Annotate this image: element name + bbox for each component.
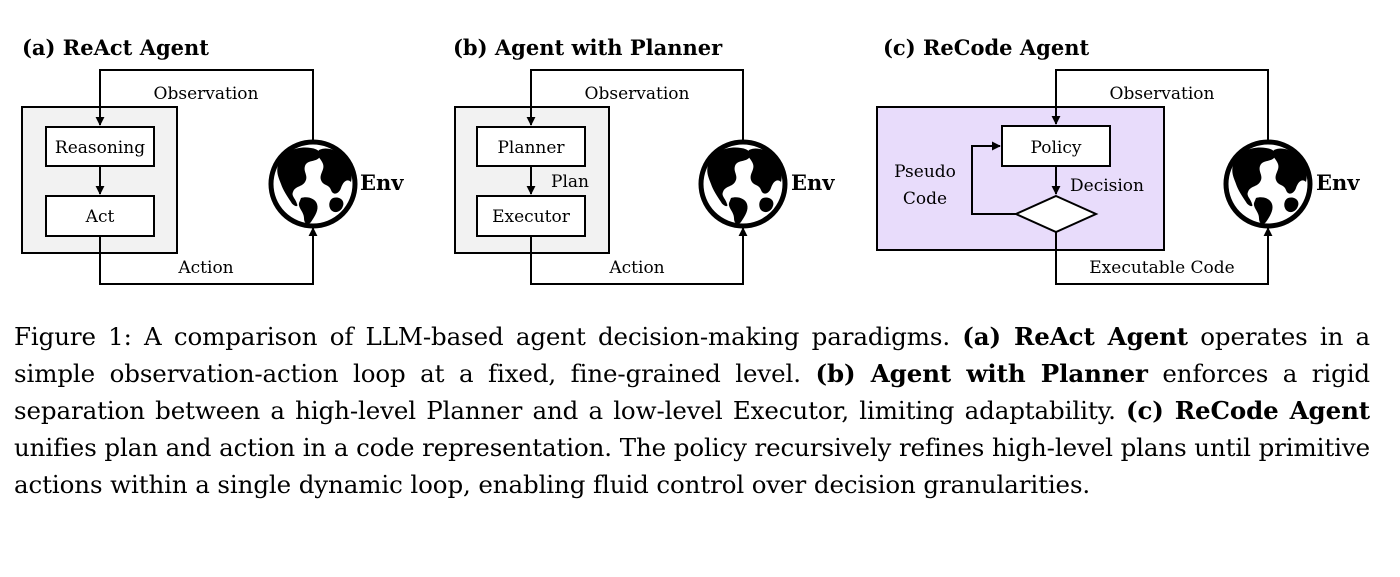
panel-c-title: (c) ReCode Agent (883, 35, 1089, 60)
caption-c-name: ReCode Agent (1174, 396, 1370, 425)
caption-a-name: ReAct Agent (1014, 322, 1189, 351)
diagram: (a) ReAct Agent Reasoning Act Observatio… (21, 35, 1360, 285)
executable-code-label: Executable Code (1089, 258, 1234, 278)
observation-label-a: Observation (154, 84, 259, 104)
reasoning-label: Reasoning (55, 138, 145, 158)
panel-b: (b) Agent with Planner Planner Executor … (453, 35, 835, 285)
policy-box (1001, 125, 1111, 167)
caption-c-label: (c) (1125, 396, 1175, 425)
caption-b-name: Agent with Planner (870, 359, 1148, 388)
caption-a-label: (a) (962, 322, 1014, 351)
action-arrow-b (530, 227, 748, 285)
executable-code-arrow-c (1055, 227, 1273, 285)
observation-arrow-b (526, 69, 744, 143)
caption-c-text: unifies plan and action in a code repres… (14, 433, 1370, 499)
panel-a: (a) ReAct Agent Reasoning Act Observatio… (21, 35, 404, 285)
executor-label: Executor (492, 207, 571, 227)
panel-b-title: (b) Agent with Planner (453, 35, 723, 60)
pseudo-label-line2: Code (903, 189, 947, 209)
env-label-a: Env (360, 170, 404, 195)
action-label-b: Action (608, 258, 664, 278)
policy-label: Policy (1031, 138, 1082, 158)
observation-label-b: Observation (585, 84, 690, 104)
panel-c: (c) ReCode Agent Policy Decision Pseudo … (876, 35, 1360, 285)
action-arrow-a (99, 227, 318, 285)
env-label-b: Env (791, 170, 835, 195)
caption-a-text: operates in a simple observation-action … (14, 322, 1371, 388)
plan-label: Plan (551, 172, 589, 192)
globe-icon (1226, 142, 1310, 226)
action-label-a: Action (177, 258, 233, 278)
pseudo-label-line1: Pseudo (894, 162, 956, 182)
caption-prefix: Figure 1: A comparison of LLM-based agen… (14, 322, 963, 351)
pseudo-code-loop-arrow (971, 141, 1016, 215)
caption-b-text: enforces a rigid separation between a hi… (14, 359, 1371, 425)
env-label-c: Env (1316, 170, 1360, 195)
observation-arrow-c (1051, 69, 1269, 143)
figure-caption: Figure 1: A comparison of LLM-based agen… (14, 318, 1370, 503)
observation-label-c: Observation (1110, 84, 1215, 104)
observation-arrow-a (95, 69, 314, 143)
act-label: Act (85, 207, 115, 227)
globe-icon (701, 142, 785, 226)
planner-label: Planner (497, 138, 565, 158)
decision-label: Decision (1070, 176, 1144, 196)
globe-icon (271, 142, 355, 226)
caption-b-label: (b) (815, 359, 871, 388)
panel-a-title: (a) ReAct Agent (22, 35, 209, 60)
